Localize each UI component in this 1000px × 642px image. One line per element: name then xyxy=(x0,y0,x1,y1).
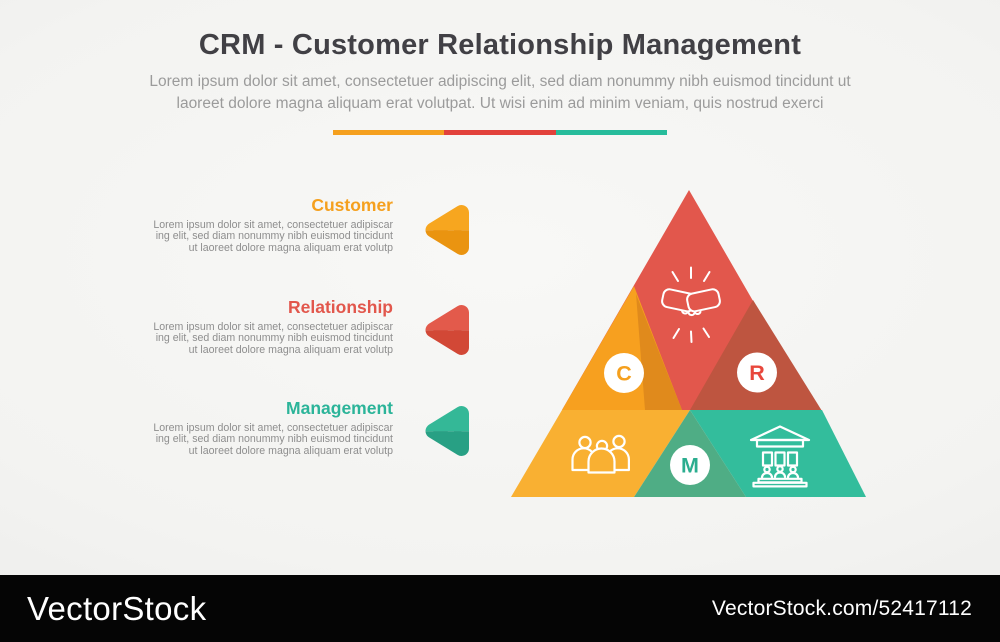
list-item-management: Management Lorem ipsum dolor sit amet, c… xyxy=(100,398,393,457)
list-item-relationship: Relationship Lorem ipsum dolor sit amet,… xyxy=(100,297,393,356)
page-title: CRM - Customer Relationship Management xyxy=(198,29,802,61)
item-description-customer: Lorem ipsum dolor sit amet, consectetuer… xyxy=(153,219,393,254)
list-item-customer: Customer Lorem ipsum dolor sit amet, con… xyxy=(100,195,393,254)
badge-r: R xyxy=(737,352,777,393)
play-left-arrow-icon-customer xyxy=(425,205,469,255)
bank-icon xyxy=(749,425,811,488)
play-left-arrow-icon-relationship xyxy=(425,305,469,355)
badge-letter-c: C xyxy=(616,362,632,386)
vectorstock-logo: VectorStock xyxy=(27,589,207,627)
item-description-management: Lorem ipsum dolor sit amet, consectetuer… xyxy=(153,422,393,457)
subtitle-line-1: Lorem ipsum dolor sit amet, consectetuer… xyxy=(149,73,851,90)
divider xyxy=(333,130,667,135)
people-group-icon xyxy=(571,434,630,474)
item-heading-customer: Customer xyxy=(311,195,393,215)
play-left-arrow-icon-management xyxy=(425,406,469,456)
badge-letter-m: M xyxy=(681,454,699,478)
badge-letter-r: R xyxy=(749,361,765,385)
item-description-relationship: Lorem ipsum dolor sit amet, consectetuer… xyxy=(153,321,393,356)
item-heading-relationship: Relationship xyxy=(287,297,393,317)
badge-m: M xyxy=(670,445,710,485)
subtitle: Lorem ipsum dolor sit amet, consectetuer… xyxy=(0,71,1000,115)
pyramid-segment-middle-left-fold xyxy=(636,294,682,410)
divider-segment-teal xyxy=(555,130,667,135)
divider-segment-orange xyxy=(333,130,445,135)
vectorstock-image-ref: VectorStock.com/52417112 xyxy=(711,596,972,620)
subtitle-line-2: laoreet dolore magna aliquam erat volutp… xyxy=(176,95,824,112)
divider-segment-red xyxy=(444,130,556,135)
watermark-bar: VectorStock VectorStock.com/52417112 xyxy=(0,575,1000,642)
handshake-icon xyxy=(661,266,721,343)
item-heading-management: Management xyxy=(286,398,393,418)
badge-c: C xyxy=(604,353,644,393)
